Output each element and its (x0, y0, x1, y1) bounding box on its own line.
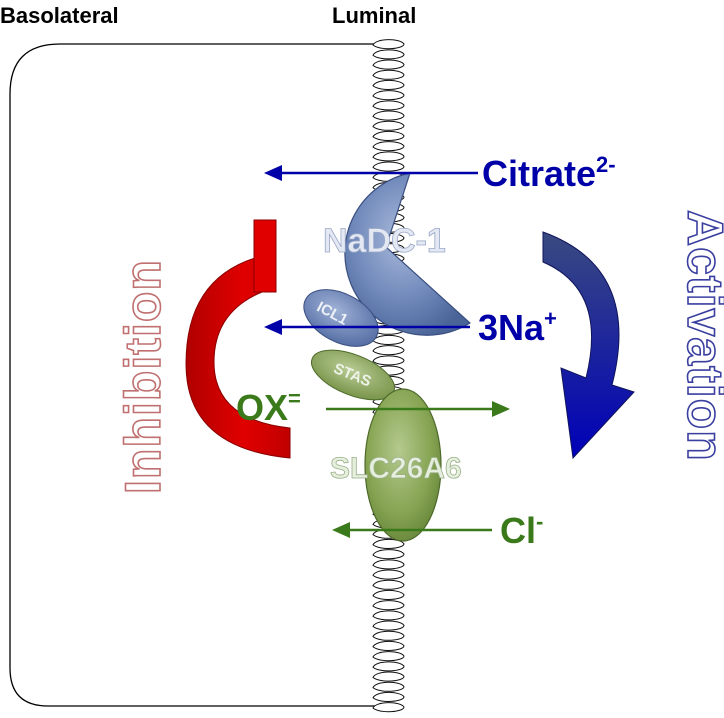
membrane-coil-loop (372, 610, 405, 621)
sodium-flux-arrow (264, 319, 470, 335)
membrane-coil-loop (372, 630, 405, 641)
sodium-label: 3Na+ (478, 306, 557, 348)
membrane-coil-loop (372, 130, 405, 141)
citrate-flux-arrow (264, 165, 478, 181)
membrane-coil-loop (372, 120, 405, 131)
oxalate-label: OX= (236, 386, 301, 428)
oxalate-flux-arrow (326, 401, 510, 417)
membrane-coil-loop (372, 90, 405, 101)
membrane-coil-loop (372, 151, 405, 162)
membrane-coil-loop (372, 59, 405, 70)
membrane-coil-loop (372, 69, 405, 80)
membrane-coil-loop (372, 589, 405, 600)
slc26a6-label: SLC26A6 (330, 452, 462, 485)
membrane-coil-loop (372, 640, 405, 651)
citrate-label: Citrate2- (482, 152, 616, 194)
membrane-coil-loop (372, 538, 405, 549)
inhibition-arrow (185, 257, 291, 459)
chloride-label: Cl- (500, 509, 543, 551)
membrane-coil-loop (372, 651, 405, 662)
membrane-coil-loop (372, 39, 405, 50)
membrane-coil-loop (372, 100, 405, 111)
membrane-coil-loop (372, 79, 405, 90)
membrane-coil-loop (372, 141, 405, 152)
inhibition-label: Inhibition (115, 259, 171, 494)
membrane-coil-loop (372, 671, 405, 682)
membrane-coil-loop (372, 549, 405, 560)
membrane-coil-loop (372, 161, 405, 172)
membrane-coil-loop (372, 334, 405, 345)
membrane-coil-loop (372, 110, 405, 121)
membrane-coil-loop (372, 661, 405, 672)
membrane-coil-loop (372, 579, 405, 590)
nadc1-transporter (344, 172, 471, 336)
membrane-coil-loop (372, 691, 405, 702)
inhibition-bar-head (253, 219, 277, 293)
membrane-coil-loop (372, 49, 405, 60)
membrane-coil-loop (372, 702, 405, 713)
luminal-header: Luminal (332, 3, 416, 28)
membrane-coil-loop (372, 620, 405, 631)
cell-outline (9, 43, 378, 707)
activation-label: Activation (677, 210, 724, 462)
membrane-coil-loop (372, 355, 405, 366)
membrane-coil-loop (372, 600, 405, 611)
membrane-coil-loop (372, 569, 405, 580)
icl1-domain (303, 289, 379, 347)
chloride-flux-arrow (332, 522, 492, 538)
membrane-coil-loop (372, 345, 405, 356)
basolateral-header: Basolateral (0, 3, 119, 28)
slc26a6-transporter (364, 388, 442, 542)
activation-arrow (542, 231, 635, 460)
membrane-coil-loop (372, 559, 405, 570)
nadc1-label: NaDC-1 (323, 222, 446, 260)
membrane-coil-loop (372, 681, 405, 692)
